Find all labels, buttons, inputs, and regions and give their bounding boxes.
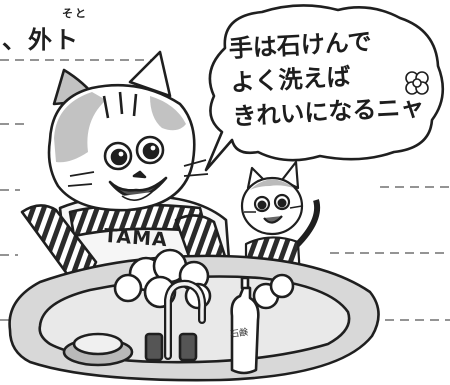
flower-icon — [405, 71, 429, 95]
speech-bubble-text: 手は石けんで よく洗えば きれいになるニャ — [228, 22, 433, 134]
big-cat — [20, 50, 234, 312]
soap-bottle-label: 石鹸 — [229, 327, 249, 341]
heading-text: 、外ト — [2, 26, 80, 54]
page-heading: そと 、外ト — [0, 0, 150, 60]
speech-bubble — [204, 4, 445, 172]
heading-ruby: そと — [62, 7, 88, 20]
shirt-text: TAMA — [103, 224, 169, 252]
dashed-lines — [0, 59, 450, 321]
sink — [8, 248, 380, 382]
